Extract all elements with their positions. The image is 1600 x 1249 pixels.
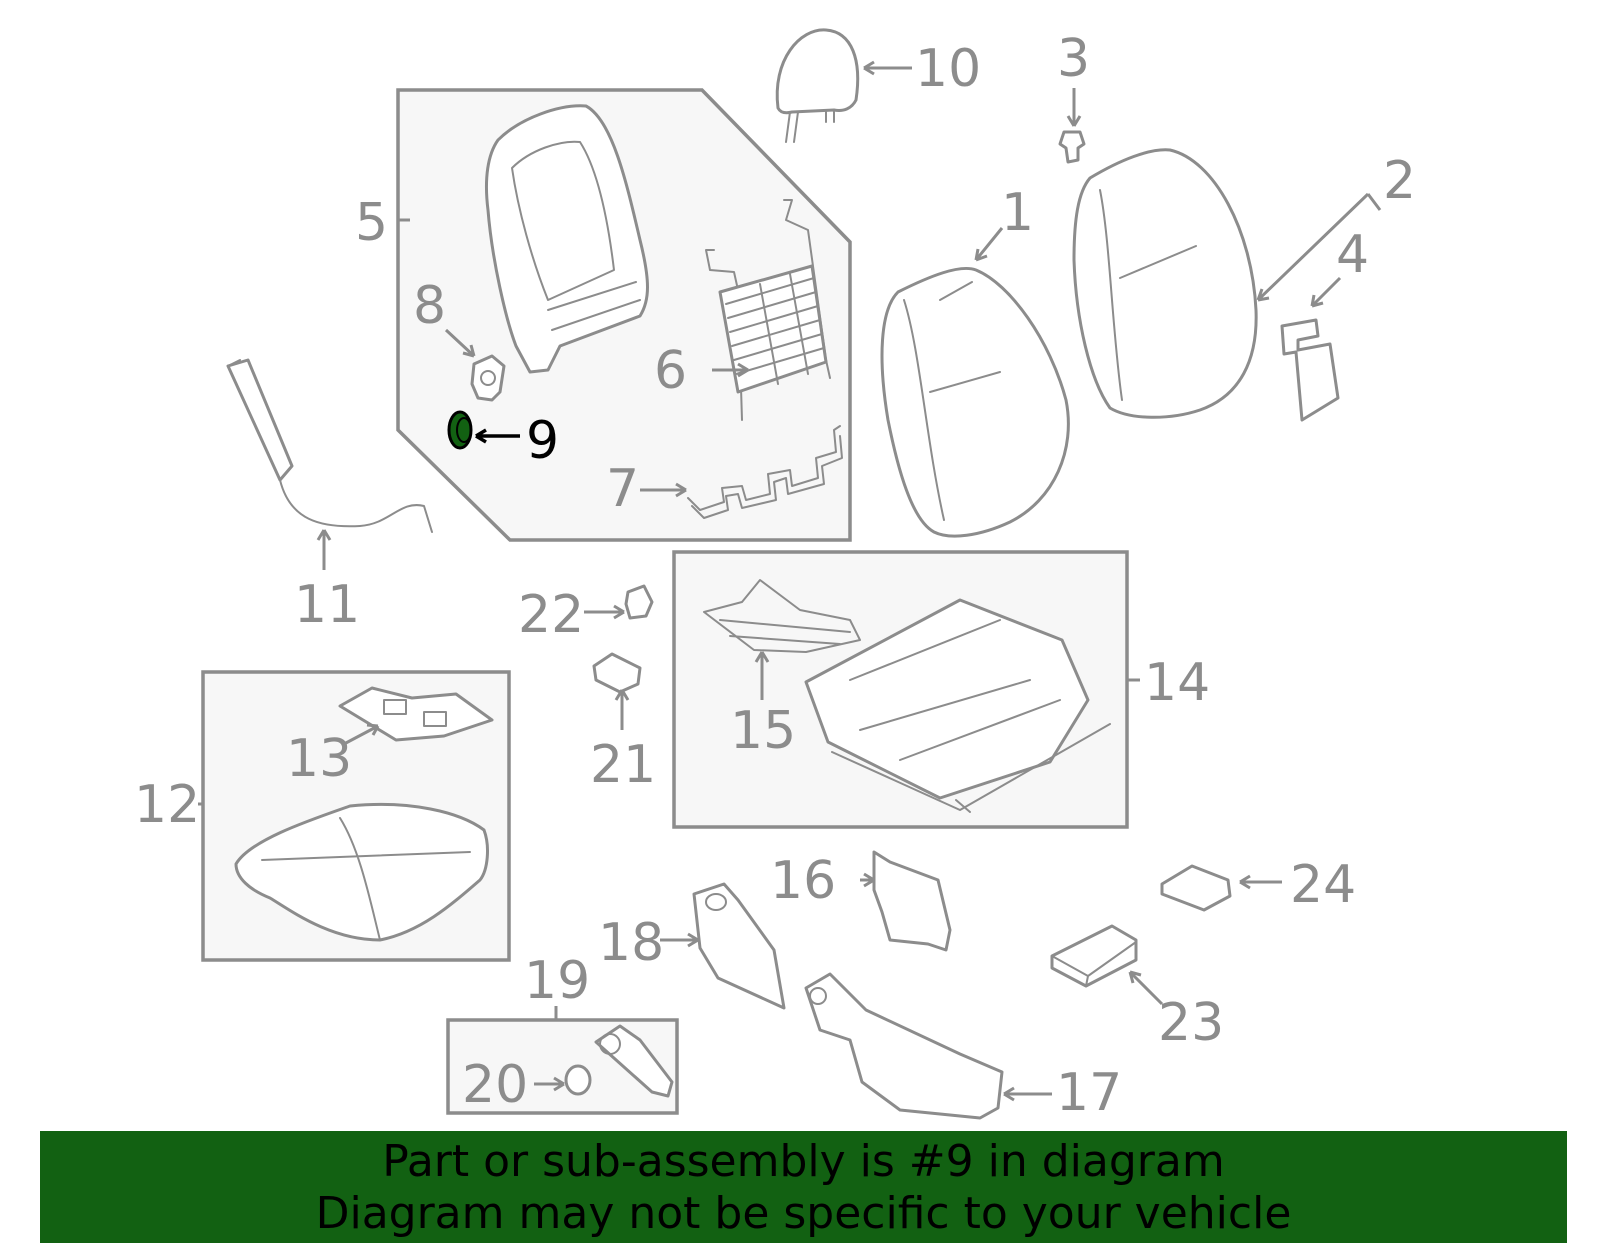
seatback-back-part-2: [1072, 148, 1258, 419]
headrest-part-10: [775, 28, 860, 143]
leader-11: [316, 529, 332, 570]
leader-8: [444, 328, 476, 358]
leader-16: [860, 872, 875, 888]
callout-17: 17: [1056, 1063, 1122, 1123]
side-cover-part-17: [804, 972, 1004, 1120]
adjuster-rails-part-15: [703, 579, 861, 653]
leader-6: [712, 362, 749, 378]
clip-part-3: [1058, 130, 1086, 164]
handle-part-19: [594, 1024, 674, 1098]
callout-16: 16: [770, 851, 836, 911]
leader-2: [1256, 192, 1382, 302]
connector-part-24: [1160, 864, 1232, 912]
bracket-part-16: [872, 850, 952, 952]
callout-22: 22: [518, 585, 584, 645]
leader-15: [754, 651, 770, 700]
leader-13: [343, 723, 380, 746]
leader-24: [1239, 874, 1282, 890]
callout-21: 21: [590, 735, 656, 795]
leader-21: [614, 689, 630, 730]
cushion-part-12: [234, 802, 489, 942]
banner-line-disclaimer: Diagram may not be specific to your vehi…: [315, 1188, 1292, 1239]
callout-3: 3: [1057, 29, 1090, 89]
leader-4: [1310, 276, 1342, 308]
seatback-frame-part-5: [484, 104, 649, 374]
leader-1: [974, 227, 1004, 262]
leader-20: [534, 1076, 565, 1092]
callout-1: 1: [1001, 183, 1034, 243]
callout-24: 24: [1290, 855, 1356, 915]
callout-4: 4: [1336, 225, 1369, 285]
callout-13: 13: [286, 729, 352, 789]
info-banner: Part or sub-assembly is #9 in diagram Di…: [40, 1131, 1567, 1243]
callout-10: 10: [915, 39, 981, 99]
callout-15: 15: [730, 701, 796, 761]
lumbar-support-part-6: [705, 199, 831, 421]
seat-adjuster-part-14: [804, 598, 1111, 813]
banner-line-part-number: Part or sub-assembly is #9 in diagram: [382, 1136, 1225, 1187]
callout-7: 7: [606, 459, 639, 519]
callout-19: 19: [524, 951, 590, 1011]
leader-23: [1128, 970, 1164, 1006]
callout-6: 6: [654, 341, 687, 401]
callout-9-highlighted: 9: [526, 411, 559, 471]
leader-7: [640, 482, 687, 498]
leader-10: [863, 60, 912, 76]
callout-8: 8: [413, 276, 446, 336]
callout-14: 14: [1144, 653, 1210, 713]
leader-17: [1003, 1086, 1052, 1102]
callout-20: 20: [462, 1055, 528, 1115]
clip-part-21: [592, 652, 642, 694]
side-airbag-part-11: [226, 358, 433, 533]
recliner-part-8: [470, 354, 506, 402]
bracket-part-4: [1280, 318, 1340, 422]
callout-5: 5: [355, 193, 388, 253]
spring-wire-part-7: [687, 425, 843, 519]
leader-9: [475, 428, 520, 444]
leader-22: [584, 604, 625, 620]
leader-18: [660, 932, 699, 948]
clip-part-22: [624, 584, 654, 620]
callout-11: 11: [294, 575, 360, 635]
seatback-cover-part-1: [880, 266, 1070, 538]
callout-12: 12: [134, 775, 200, 835]
bushing-part-9-highlighted: [447, 410, 473, 450]
leader-lines: [198, 60, 1382, 1102]
callout-23: 23: [1158, 993, 1224, 1053]
shield-part-18: [692, 882, 786, 1010]
callout-labels: 10 3 1 2 4 5 6 7 8 9 11 12 13 14 15 16 1…: [134, 29, 1416, 1123]
callout-2: 2: [1383, 151, 1416, 211]
leader-3: [1066, 88, 1082, 127]
module-part-23: [1050, 924, 1138, 988]
callout-18: 18: [598, 913, 664, 973]
cap-part-20: [564, 1064, 592, 1096]
